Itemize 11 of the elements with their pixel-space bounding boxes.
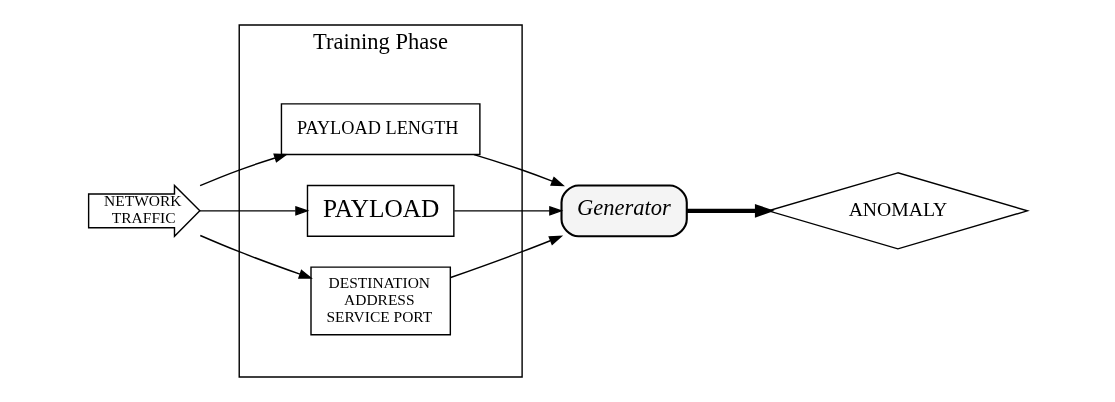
- node-box: PAYLOAD LENGTH: [280, 103, 481, 156]
- arrow: [686, 203, 775, 218]
- arrow: [449, 235, 563, 279]
- arrow: [198, 153, 288, 187]
- arrow: [198, 205, 309, 216]
- node-box: Generator: [559, 184, 688, 238]
- arrow: [472, 153, 565, 187]
- node-box: DESTINATION ADDRESS SERVICE PORT: [309, 266, 451, 336]
- node-box: PAYLOAD: [306, 184, 455, 237]
- arrow: [199, 234, 313, 279]
- arrow: [453, 205, 563, 216]
